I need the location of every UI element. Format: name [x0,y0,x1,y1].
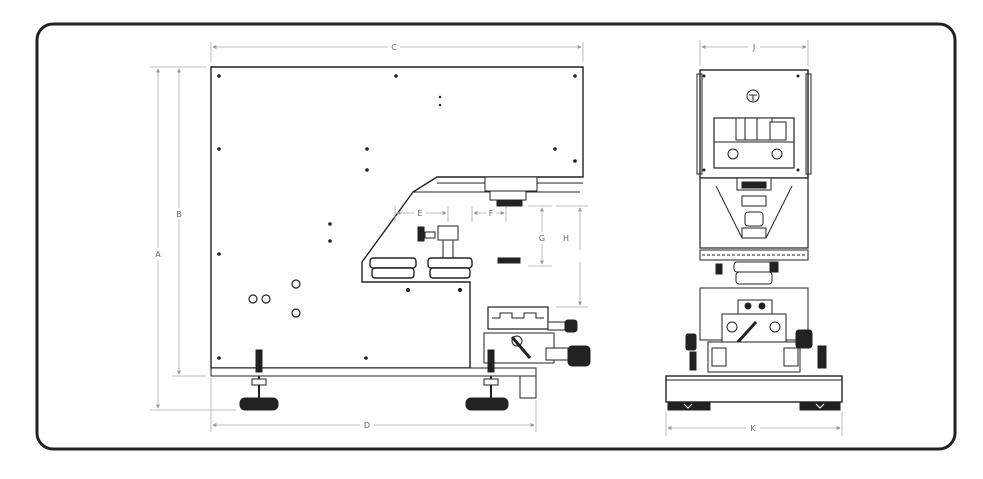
side-dimension-labels: C D A B E F G H [155,43,569,430]
dim-label-a: A [155,250,161,259]
front-view [665,69,843,411]
dim-label-g: G [539,234,545,243]
front-dimensions [665,40,843,436]
side-dimensions [150,42,588,432]
cliche-holder [483,306,591,367]
dim-label-d: D [364,421,370,430]
dim-label-j: J [752,43,755,52]
ink-pads [369,225,473,293]
dim-label-k: K [750,424,756,433]
body-holes [248,279,301,318]
dim-label-e: E [417,209,422,218]
pad-carriage [484,176,538,264]
front-dimension-labels: J K [750,43,756,433]
dim-label-c: C [391,43,397,52]
dim-label-b: B [176,210,182,219]
dim-label-h: H [563,234,569,243]
logo-icon [746,89,760,103]
side-view [210,66,591,411]
dim-label-f: F [489,209,494,218]
body-screws [217,74,577,360]
leveling-feet [239,349,509,411]
base-plate [210,367,537,377]
